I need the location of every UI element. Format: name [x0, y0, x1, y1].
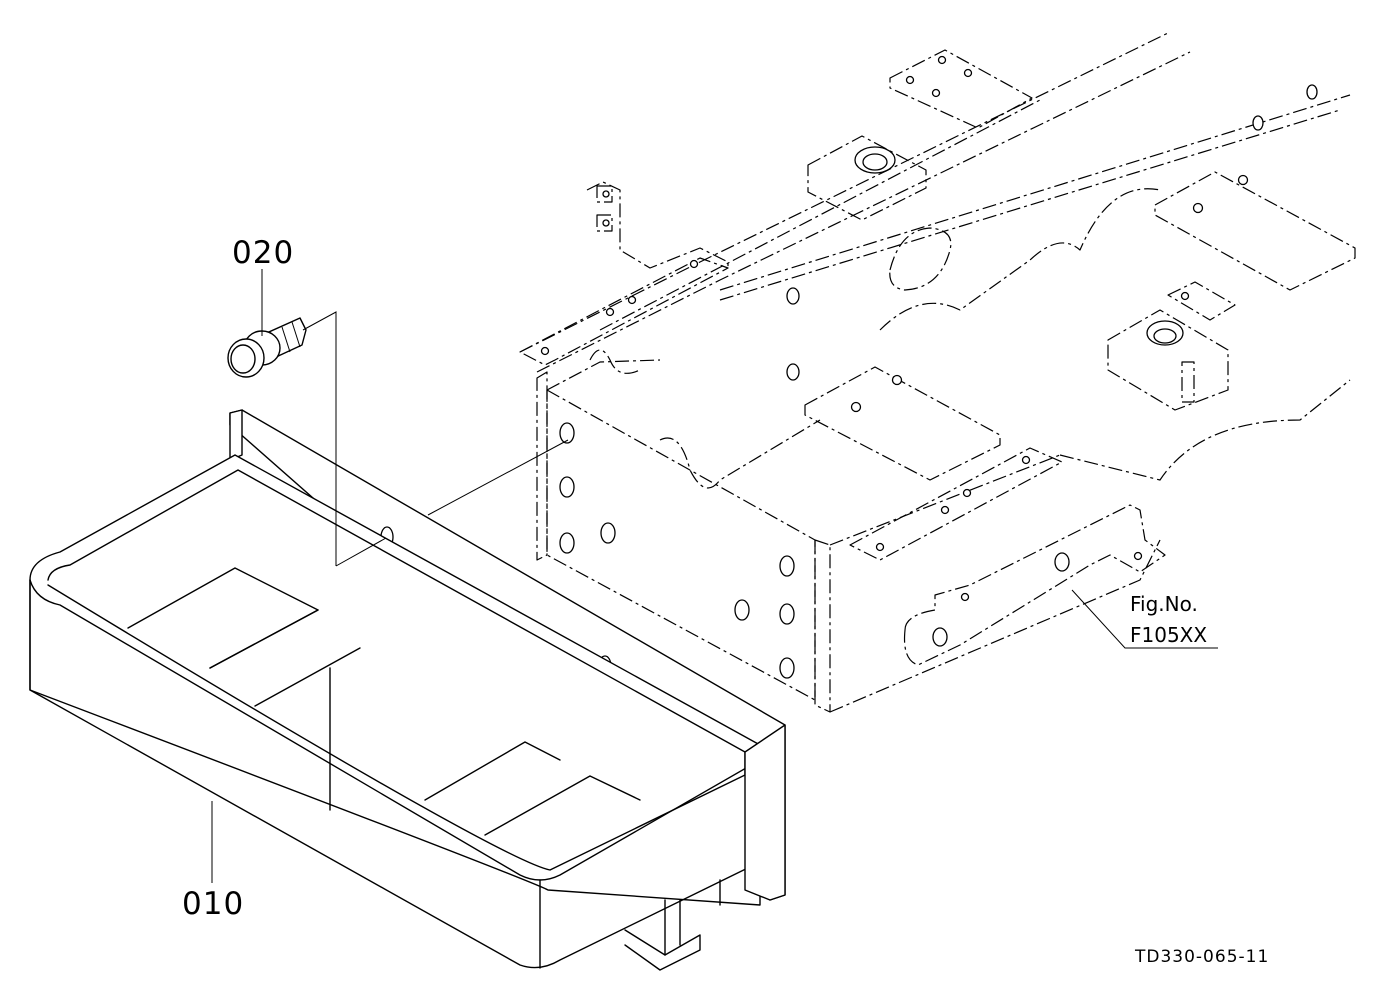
- figure-reference-number: F105XX: [1130, 623, 1208, 647]
- leader-lines: [211, 269, 1218, 883]
- part-020-bolt: [227, 317, 307, 378]
- part-number-020: 020: [232, 235, 295, 271]
- tractor-frame: [519, 31, 1356, 713]
- part-number-010: 010: [182, 886, 245, 922]
- part-010-front-weight: [29, 409, 786, 971]
- drawing-code: TD330-065-11: [1135, 947, 1270, 967]
- figure-reference-label: Fig.No.: [1130, 592, 1198, 616]
